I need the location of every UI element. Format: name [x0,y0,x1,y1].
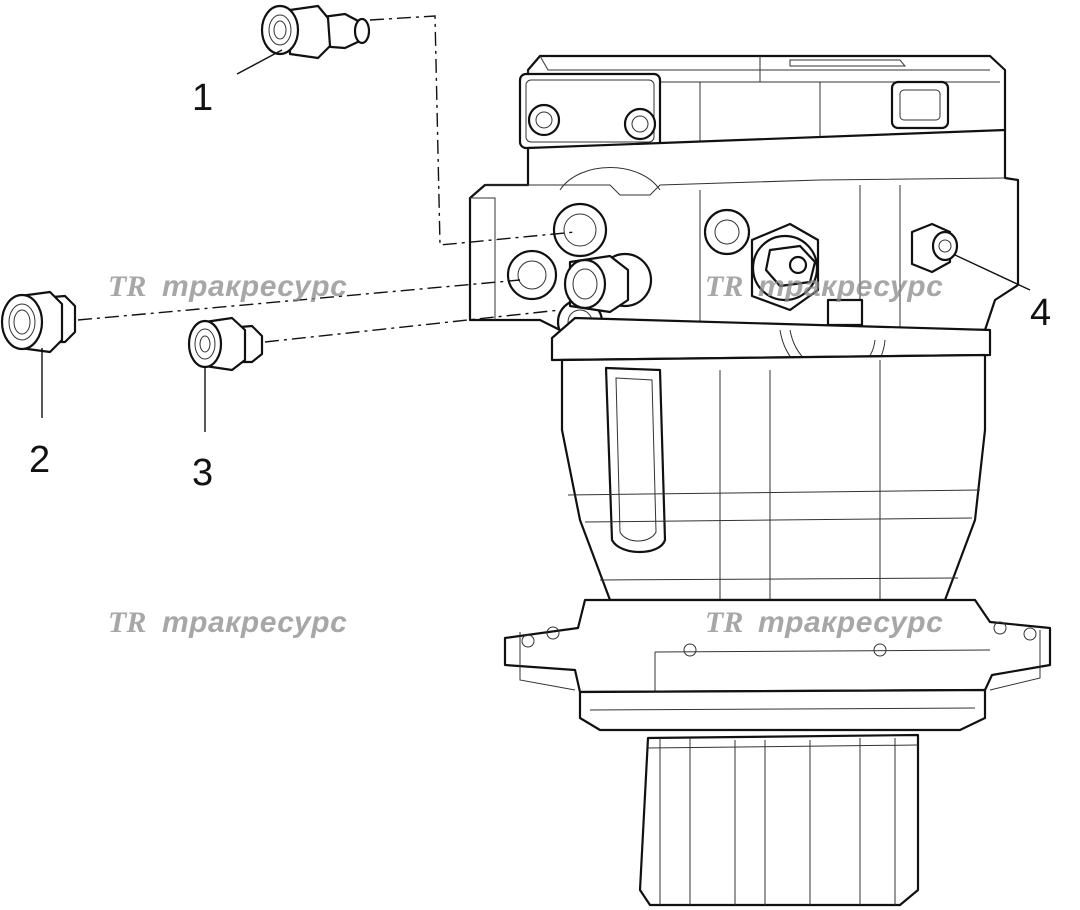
watermark-logo: TR [108,606,146,639]
callout-4: 4 [1030,292,1051,334]
watermark-logo: TR [705,270,743,303]
watermark-bottom-right: TR тракресурс [705,606,943,639]
assembly-lines [77,15,576,343]
watermark-text: тракресурс [162,606,347,639]
pinion-gear [638,733,920,907]
callout-1: 1 [192,77,213,119]
leader-lines [41,49,1031,432]
fitting-part-1 [260,4,371,60]
watermark-top-left: TR тракресурс [108,270,347,303]
watermark-logo: TR [705,606,743,639]
watermark-top-right: TR тракресурс [705,270,943,303]
fitting-part-2 [0,290,77,354]
motor-housing [560,353,987,602]
housing-ring [550,298,992,383]
watermark-bottom-left: TR тракресурс [108,606,347,639]
watermark-text: тракресурс [758,606,943,639]
swing-motor-assembly [468,54,1052,907]
watermark-text: тракресурс [758,270,943,303]
watermark-text: тракресурс [162,270,347,303]
watermark-logo: TR [108,270,146,303]
callout-2: 2 [29,439,50,481]
top-cover [518,54,1007,150]
fitting-part-3 [187,316,264,372]
callout-3: 3 [192,452,213,494]
mounting-flange [503,598,1052,732]
callouts: 1 2 3 4 [29,77,1051,494]
valve-body [468,128,1020,346]
